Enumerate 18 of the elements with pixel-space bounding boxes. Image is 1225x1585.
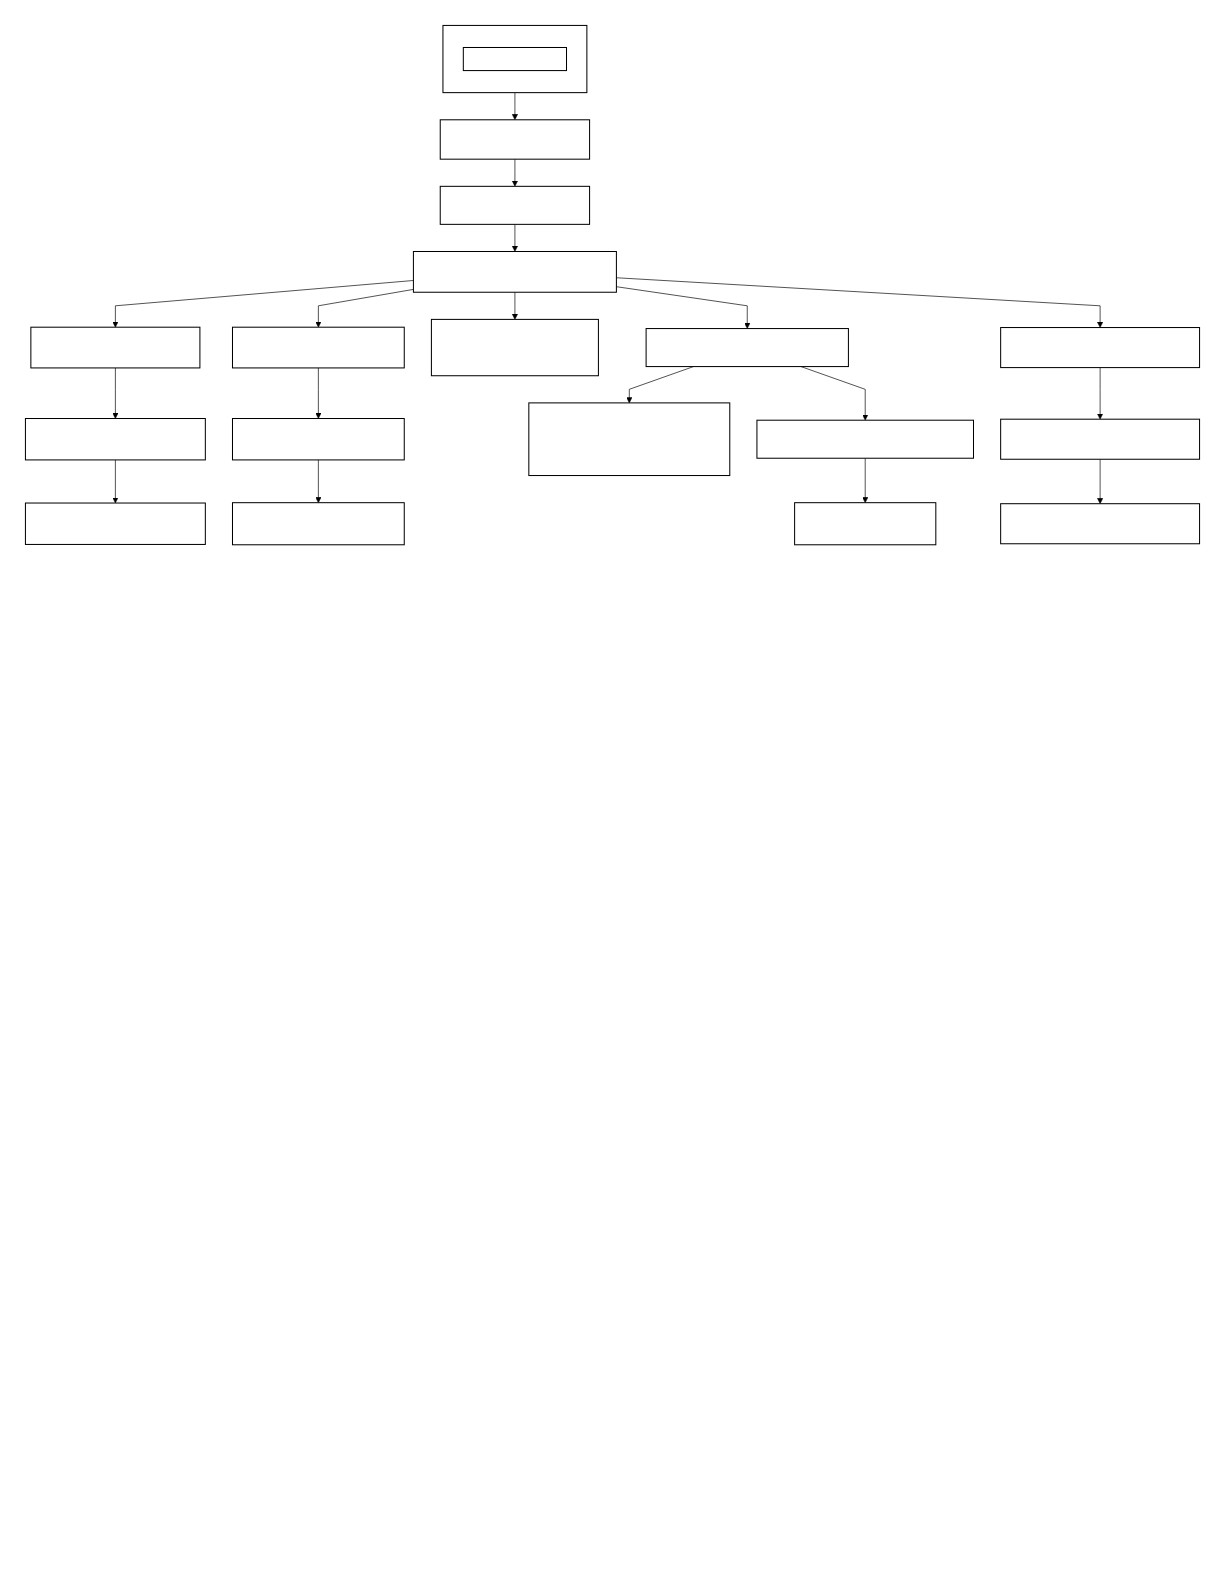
node-box bbox=[462, 47, 567, 72]
node-box bbox=[412, 251, 617, 293]
node-box bbox=[30, 326, 201, 369]
node-box bbox=[430, 318, 599, 377]
node-box bbox=[756, 419, 974, 459]
node-box bbox=[1000, 418, 1201, 460]
node-box bbox=[1000, 327, 1201, 369]
node-box bbox=[24, 418, 206, 461]
node-box bbox=[24, 502, 206, 545]
node-box bbox=[439, 119, 591, 160]
node-box bbox=[528, 402, 731, 477]
node-box bbox=[232, 326, 405, 369]
node-box bbox=[794, 502, 937, 546]
node-box bbox=[232, 502, 405, 546]
node-box bbox=[1000, 503, 1201, 545]
node-box bbox=[645, 328, 849, 368]
node-box bbox=[439, 185, 591, 225]
node-box bbox=[232, 418, 405, 461]
